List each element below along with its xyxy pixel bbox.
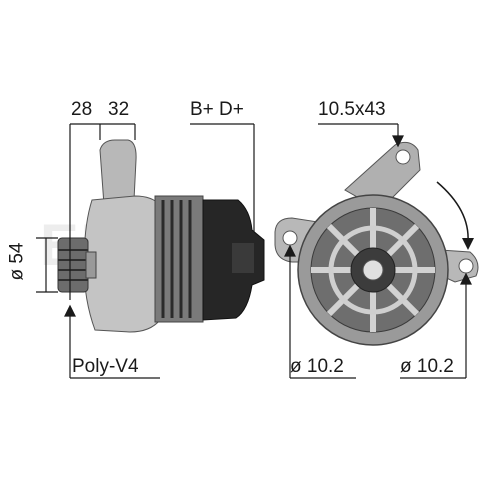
hole-diameter-right-label: ø 10.2 (400, 356, 454, 377)
dimension-lines (36, 123, 472, 379)
rotation-arrow-icon (436, 181, 474, 250)
alternator-side-view (57, 139, 265, 333)
hole-diameter-left-label: ø 10.2 (290, 356, 344, 377)
dimension-label-28: 28 (71, 99, 93, 120)
dimension-label-32: 32 (108, 99, 130, 120)
alternator-rear-view (274, 141, 479, 346)
terminals-label: B+ D+ (190, 99, 244, 120)
pulley-type-label: Poly-V4 (72, 356, 139, 377)
pulley-diameter-label: ø 54 (6, 242, 28, 281)
bolt-size-label: 10.5x43 (318, 99, 386, 120)
